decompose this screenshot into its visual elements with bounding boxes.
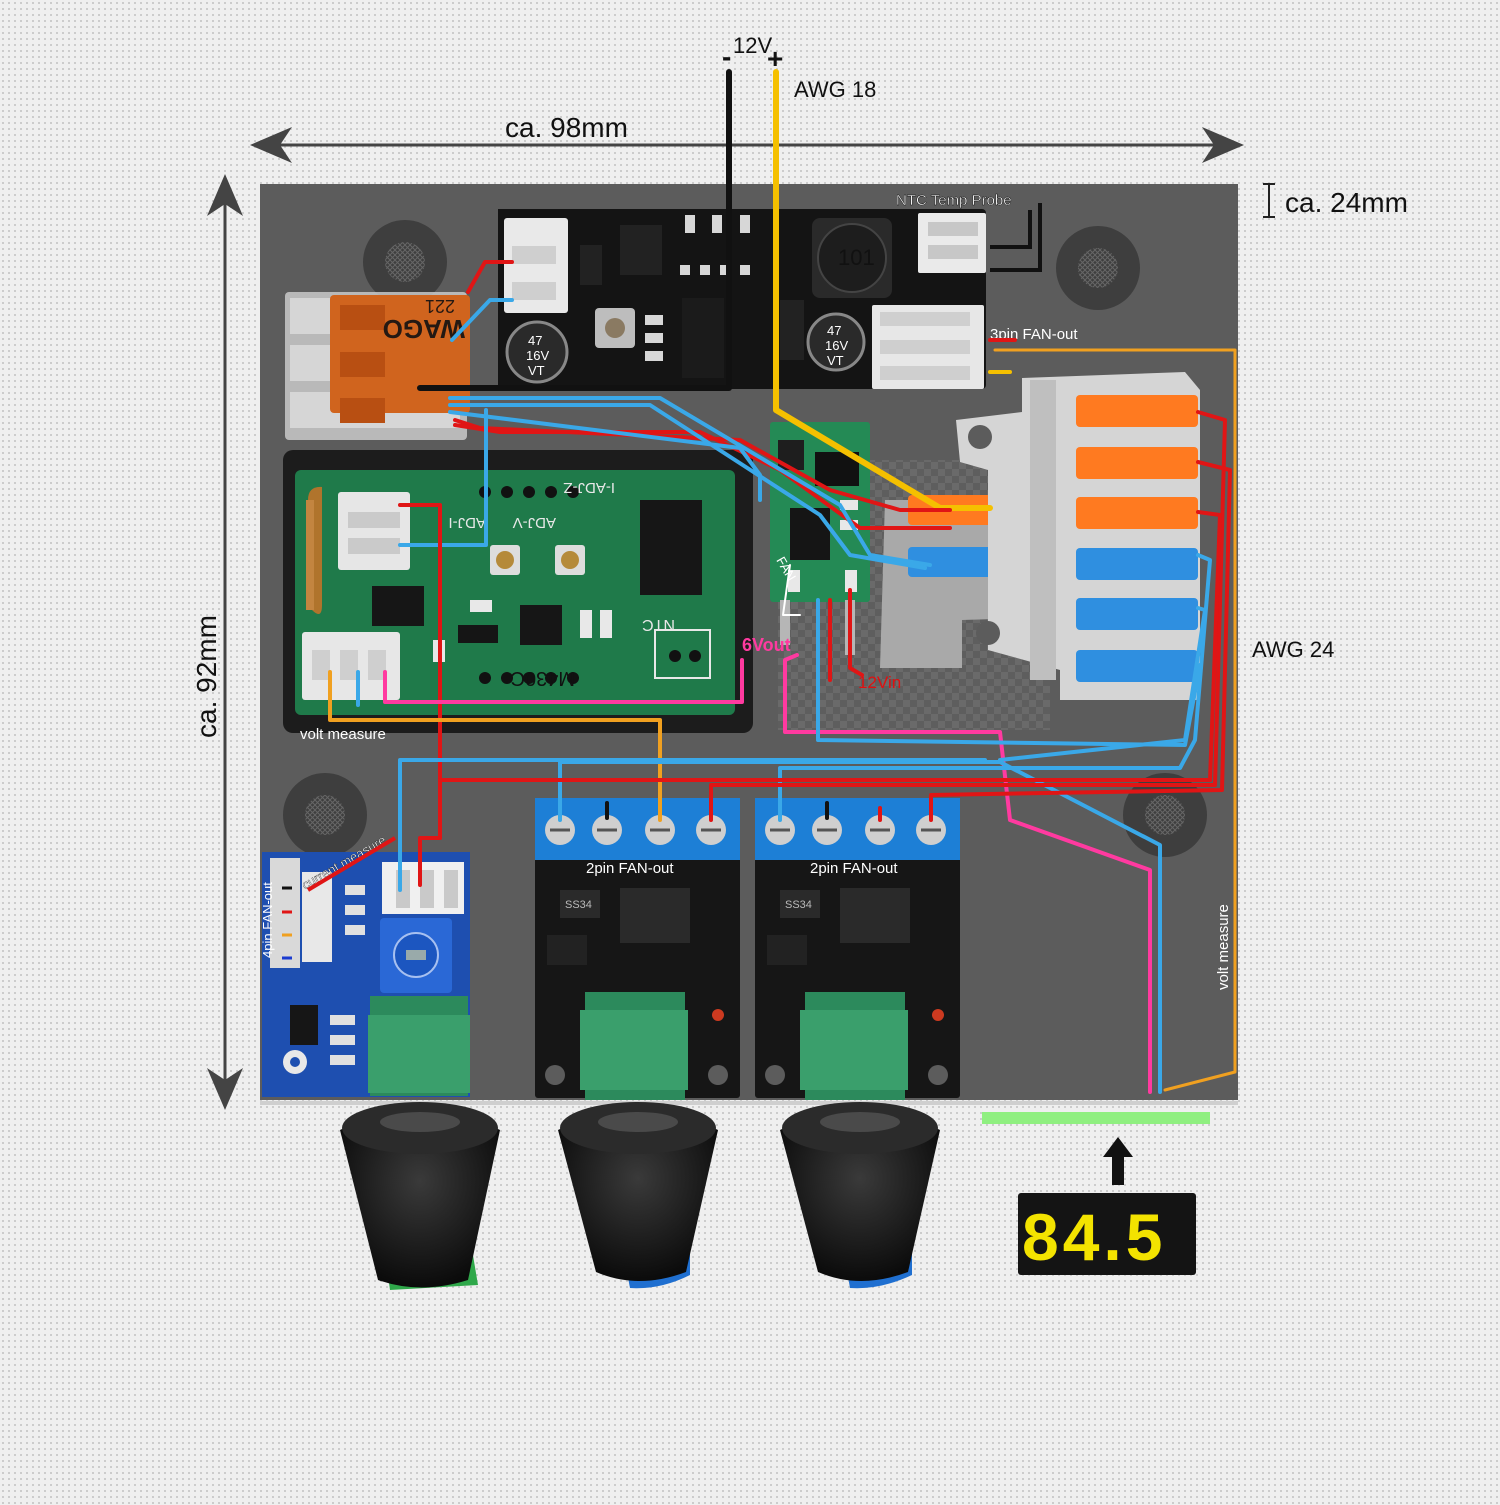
supply-plus-label: + [767, 43, 783, 74]
volt-measure-left-label: volt measure [300, 726, 386, 743]
svg-text:M430C: M430C [511, 667, 575, 689]
volt-amp-meter: NTC M430C ADJ-I ADJ-V I-ADJ-Z volt measu… [283, 450, 753, 743]
fan2pin-label-2: 2pin FAN-out [810, 860, 898, 877]
width-label: ca. 98mm [505, 112, 628, 143]
svg-text:47: 47 [528, 333, 542, 348]
ntc-probe-leads [990, 203, 1042, 272]
svg-text:47: 47 [827, 323, 841, 338]
dimension-height: ca. 92mm [191, 174, 243, 1110]
dimension-width: ca. 98mm [250, 112, 1244, 163]
dimension-depth: ca. 24mm [1263, 183, 1408, 218]
wiring [328, 69, 1237, 1094]
awg18-label: AWG 18 [794, 77, 876, 102]
svg-text:I-ADJ-Z: I-ADJ-Z [563, 479, 615, 496]
depth-label: ca. 24mm [1285, 187, 1408, 218]
svg-text:SS34: SS34 [785, 899, 812, 911]
fan4pin-label: 4pin FAN-out [260, 882, 275, 958]
wago-221-connector: WAGO 221 [285, 292, 470, 440]
knob-icon [558, 1102, 718, 1289]
twelve-vin-label: 12Vin [858, 673, 901, 692]
knob-icon [780, 1102, 940, 1289]
pwm-2pin-module-1: 2pin FAN-out SS34 [535, 798, 740, 1100]
svg-text:16V: 16V [825, 338, 848, 353]
supply-leads: 12V - + AWG 18 [722, 33, 876, 102]
six-vout-label: 6Vout [742, 635, 791, 655]
svg-text:ADJ-V: ADJ-V [513, 514, 556, 531]
awg24-label: AWG 24 [1252, 637, 1334, 662]
ntc-probe-label: NTC Temp Probe [896, 192, 1012, 209]
svg-text:16V: 16V [526, 348, 549, 363]
screw-terminal-icon [545, 815, 726, 845]
svg-text:ADJ-I: ADJ-I [449, 514, 487, 531]
ntc-controller-board: 47 16V VT 47 16V VT 101 NTC Temp Pro [498, 192, 1078, 389]
pwm-4pin-module: 4pin FAN-out current measure [260, 832, 470, 1097]
fan2pin-label-1: 2pin FAN-out [586, 860, 674, 877]
height-label: ca. 92mm [191, 615, 222, 738]
voltmeter-display: 84.5 [1018, 1193, 1196, 1275]
display-reading: 84.5 [1022, 1200, 1166, 1274]
screw-terminal-icon [765, 815, 946, 845]
supply-voltage-label: 12V [733, 33, 772, 58]
pwm-2pin-module-2: 2pin FAN-out SS34 [755, 798, 960, 1100]
svg-text:SS34: SS34 [565, 899, 592, 911]
knob-icon [340, 1102, 500, 1290]
volt-measure-right-label: volt measure [1215, 904, 1232, 990]
svg-text:NTC: NTC [642, 616, 675, 633]
supply-minus-label: - [722, 41, 731, 72]
svg-text:VT: VT [827, 353, 844, 368]
arrow-up-icon [1103, 1137, 1133, 1185]
six-lever-connector: AWG 24 [956, 372, 1334, 700]
svg-text:101: 101 [838, 245, 875, 270]
svg-text:VT: VT [528, 363, 545, 378]
svg-text:221: 221 [425, 296, 455, 316]
display-cutout-marker [982, 1112, 1210, 1124]
